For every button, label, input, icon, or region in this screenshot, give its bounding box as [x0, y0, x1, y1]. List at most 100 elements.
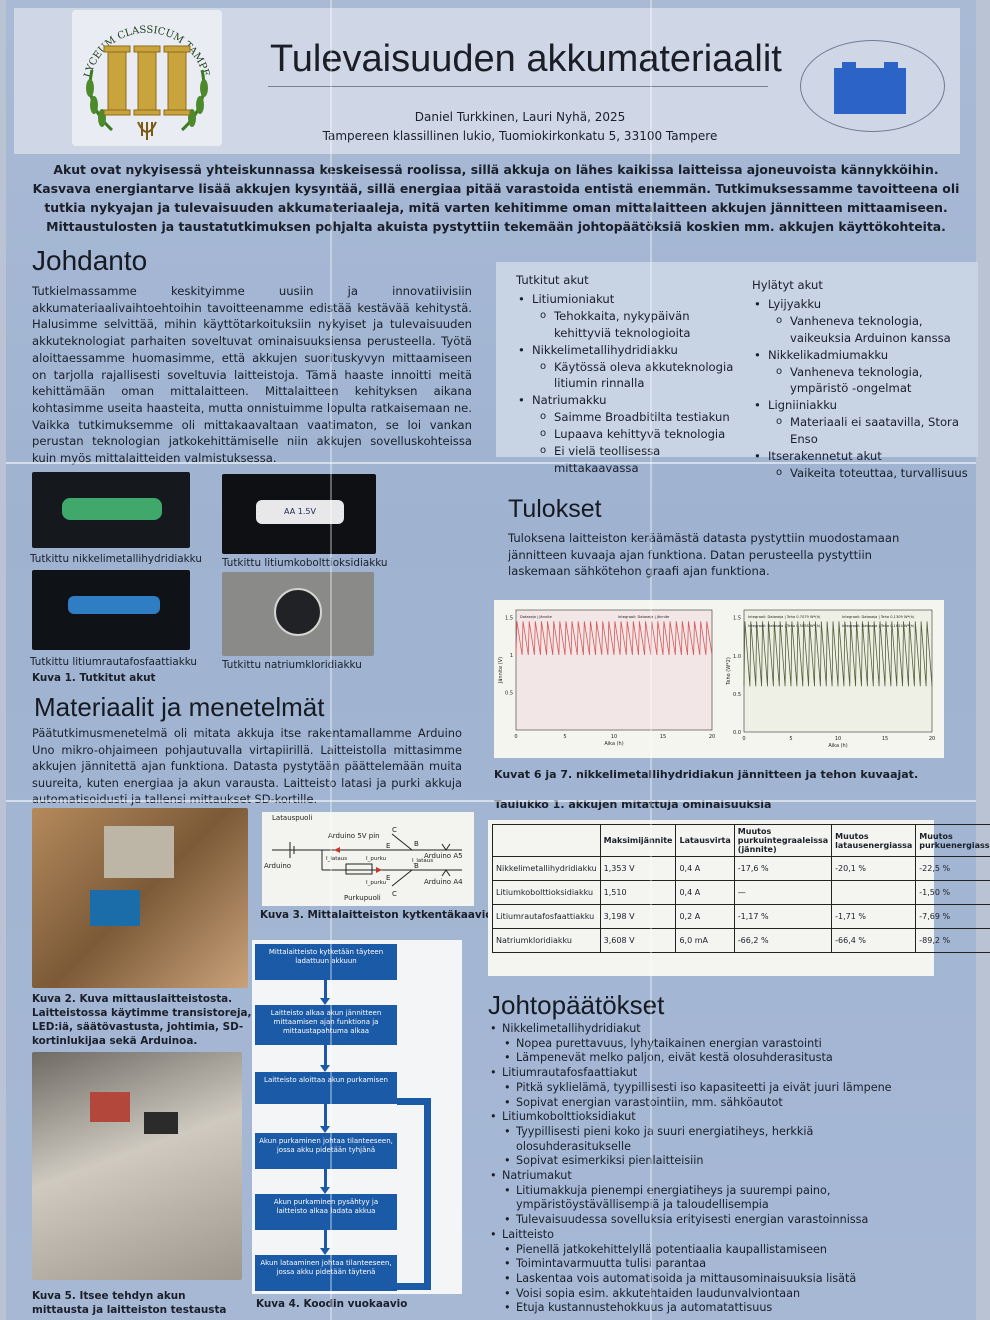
figure-caption: Kuvat 6 ja 7. nikkelimetallihydridiakun …	[494, 768, 919, 781]
test-setup-photo	[32, 1052, 242, 1280]
table-cell: -1,17 %	[733, 904, 833, 929]
list-subitem: Tehokkaita, nykypäivän kehittyviä teknol…	[516, 308, 742, 342]
intro-text: Tutkielmassamme keskityimme uusiin ja in…	[32, 284, 472, 466]
authors-block: Daniel Turkkinen, Lauri Nyhä, 2025 Tampe…	[320, 108, 720, 146]
section-heading-tulokset: Tulokset	[508, 495, 602, 523]
list-subitem: Pitkä syklielämä, tyypillisesti iso kapa…	[488, 1081, 898, 1096]
x-tick-label: 5	[563, 734, 566, 740]
lfp-battery-photo	[32, 570, 190, 650]
list-subitem: Lupaava kehittyvä teknologia	[516, 426, 742, 443]
list-subitem: Materiaali ei saatavilla, Stora Enso	[752, 414, 974, 448]
table-cell: -7,69 %	[915, 904, 990, 929]
table-cell: -66,4 %	[831, 928, 917, 953]
flow-loop-arrow	[397, 1098, 431, 1290]
list-item: Ligniiniakku	[752, 397, 974, 414]
y-tick-label: 1.5	[505, 616, 513, 622]
circuit-schematic: Latauspuoli Arduino 5V pin Arduino Ardui…	[264, 814, 463, 902]
breadboard-icon	[104, 826, 174, 878]
school-logo: LYCEUM CLASSICUM TAMPERENSE	[68, 2, 222, 146]
table-cell: 3,198 V	[599, 904, 677, 929]
table-cell: Litiumkobolttioksidiakku	[492, 880, 601, 905]
list-subitem: Etuja kustannustehokkuus ja automatattis…	[488, 1301, 898, 1316]
list-subitem: Vaikeita toteuttaa, turvallisuus	[752, 465, 974, 482]
photo-caption: Tutkittu natriumkloridiakku	[222, 659, 362, 671]
list-item: Natriumakut	[488, 1169, 898, 1184]
chart-annotation: Integraali: Dataseja | Teho 0.1309 W*(h)	[842, 615, 915, 619]
aa-battery-icon: AA 1.5V	[256, 500, 344, 524]
battery-terminal-icon	[842, 62, 856, 69]
table-cell: -22,5 %	[915, 856, 990, 881]
arduino-board-icon	[90, 890, 140, 926]
battery-logo-frame	[800, 40, 945, 132]
battery-terminal-icon	[884, 62, 898, 69]
measurement-rig-photo	[32, 808, 248, 988]
list-subitem: Litiumakkuja pienempi energiatiheys ja s…	[488, 1184, 898, 1213]
section-heading-johtopaatokset: Johtopäätökset	[488, 990, 665, 1020]
circuit-label: I_lataus	[412, 858, 433, 864]
battery-icon	[834, 68, 906, 114]
table-header: Muutos purkuenergiassa	[915, 824, 990, 857]
nimh-battery-photo	[32, 472, 190, 548]
circuit-label: Arduino A4	[424, 878, 463, 886]
list-subitem: Saimme Broadbitilta testiakun	[516, 409, 742, 426]
list-subitem: Voisi sopia esim. akkutehtaiden laudunva…	[488, 1287, 898, 1302]
y-tick-label: 0.5	[505, 691, 513, 697]
table-cell: Natriumkloridiakku	[492, 928, 601, 953]
green-battery-icon	[62, 498, 162, 520]
list-item: Nikkelikadmiumakku	[752, 347, 974, 364]
table-cell: 0,2 A	[675, 904, 735, 929]
list-subitem: Sopivat esimerkiksi pienlaitteisiin	[488, 1154, 898, 1169]
circuit-label: C	[392, 826, 397, 834]
x-tick-label: 15	[882, 736, 888, 742]
list-item: Litiumrautafosfaattiakut	[488, 1066, 898, 1081]
flow-arrow	[324, 1104, 327, 1128]
list-subitem: Lämpenevät melko paljon, eivät kestä olo…	[488, 1051, 898, 1066]
arrow-head-icon	[320, 998, 330, 1005]
flowchart-step: Akun lataaminen johtaa tilanteeseen, jos…	[255, 1255, 397, 1291]
y-tick-label: 0.5	[733, 692, 741, 698]
chart-annotation: Integraali: Dataseja | Teho 0.1614 W*(h)	[842, 624, 915, 628]
section-heading-johdanto: Johdanto	[32, 245, 148, 276]
table-cell: -1,71 %	[831, 904, 917, 929]
table-cell: 6,0 mA	[675, 928, 735, 953]
x-axis-label: Aika (h)	[604, 741, 623, 747]
table-header	[492, 824, 601, 857]
flowchart-step: Akun purkaminen pysähtyy ja laitteisto a…	[255, 1194, 397, 1230]
list-item: Litiumkobolttioksidiakut	[488, 1110, 898, 1125]
x-tick-label: 20	[929, 736, 935, 742]
x-tick-label: 10	[611, 734, 617, 740]
flowchart-step: Laitteisto aloittaa akun purkamisen	[255, 1072, 397, 1104]
photo-caption: Tutkittu litiumkobolttioksidiakku	[222, 557, 388, 569]
x-tick-label: 20	[709, 734, 715, 740]
circuit-label: I_purku	[366, 880, 386, 886]
flow-arrow	[324, 980, 327, 1000]
circuit-label: Arduino A5	[424, 852, 463, 860]
y-tick-label: 0.0	[733, 730, 741, 736]
figure-caption: Kuva 2. Kuva mittauslaitteistosta. Laitt…	[32, 993, 252, 1047]
list-item: Laitteisto	[488, 1228, 898, 1243]
plot-area	[515, 609, 713, 731]
circuit-label: E	[386, 842, 390, 850]
results-table-panel: Maksimijännite Latausvirta Muutos purkui…	[488, 820, 990, 976]
table-header: Muutos latausenergiassa	[831, 824, 917, 857]
list-subitem: Pienellä jatkokehittelyllä potentiaalia …	[488, 1243, 898, 1258]
figure-caption: Kuva 4. Koodin vuokaavio	[256, 1298, 408, 1310]
table-cell: —	[733, 880, 833, 905]
circuit-label: Arduino	[264, 862, 291, 870]
y-tick-label: 1.0	[733, 654, 741, 660]
circuit-label: E	[386, 874, 390, 882]
series-line	[743, 621, 933, 687]
table-cell	[831, 880, 917, 905]
list-subitem: Käytössä oleva akkuteknologia litiumin r…	[516, 359, 742, 393]
x-tick-label: 10	[835, 736, 841, 742]
lco-battery-photo: AA 1.5V	[222, 474, 376, 554]
chart-annotation: Integraali: Dataseja | Teho 0.7079 W*(h)	[748, 615, 821, 619]
abstract: Akut ovat nykyisessä yhteiskunnassa kesk…	[32, 162, 960, 234]
list-subitem: Toimintavarmuutta tulisi parantaa	[488, 1257, 898, 1272]
photo-caption: Tutkittu litiumrautafosfaattiakku	[30, 656, 197, 668]
list-item: Lyijyakku	[752, 296, 974, 313]
table-header-row: Maksimijännite Latausvirta Muutos purkui…	[492, 824, 990, 857]
circuit-label: Latauspuoli	[272, 814, 312, 822]
